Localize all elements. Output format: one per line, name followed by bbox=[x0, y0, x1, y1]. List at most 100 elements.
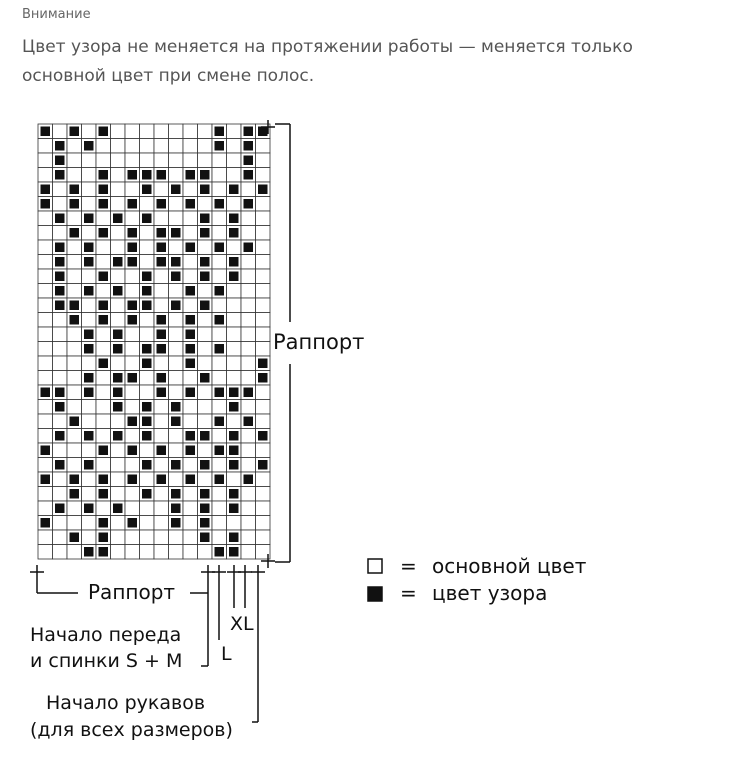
grid-cell bbox=[37, 152, 53, 168]
pattern-stitch-mark bbox=[171, 300, 181, 310]
pattern-stitch-mark bbox=[156, 329, 166, 339]
grid-cell bbox=[110, 225, 126, 241]
grid-cell bbox=[226, 326, 242, 342]
grid-cell bbox=[81, 486, 97, 502]
pattern-stitch-mark bbox=[229, 402, 239, 412]
grid-cell bbox=[37, 268, 53, 284]
grid-cell bbox=[255, 196, 271, 212]
grid-cell bbox=[124, 486, 140, 502]
legend: = основной цвет = цвет узора bbox=[367, 554, 587, 605]
grid-cell bbox=[240, 225, 256, 241]
pattern-stitch-mark bbox=[229, 387, 239, 397]
pattern-stitch-mark bbox=[185, 344, 195, 354]
grid-cell bbox=[124, 210, 140, 226]
width-repeat-label: Раппорт bbox=[88, 580, 175, 604]
grid-cell bbox=[182, 268, 198, 284]
grid-cell bbox=[66, 384, 82, 400]
grid-cell bbox=[168, 428, 184, 444]
pattern-stitch-mark bbox=[98, 474, 108, 484]
grid-cell bbox=[52, 225, 68, 241]
pattern-stitch-mark bbox=[84, 242, 94, 252]
height-repeat-bracket bbox=[275, 123, 291, 563]
grid-cell bbox=[226, 413, 242, 429]
grid-cell bbox=[95, 239, 111, 255]
grid-cell bbox=[211, 152, 227, 168]
grid-cell bbox=[226, 167, 242, 183]
pattern-stitch-mark bbox=[55, 155, 65, 165]
grid-cell bbox=[255, 225, 271, 241]
pattern-stitch-mark bbox=[98, 445, 108, 455]
grid-cell bbox=[168, 326, 184, 342]
grid-cell bbox=[153, 283, 169, 299]
pattern-stitch-mark bbox=[142, 460, 152, 470]
grid-cell bbox=[255, 384, 271, 400]
pattern-stitch-mark bbox=[127, 170, 137, 180]
grid-cell bbox=[226, 355, 242, 371]
pattern-stitch-mark bbox=[214, 242, 224, 252]
grid-cell bbox=[139, 138, 155, 154]
pattern-stitch-mark bbox=[171, 184, 181, 194]
grid-cell bbox=[255, 486, 271, 502]
pattern-stitch-mark bbox=[98, 547, 108, 557]
pattern-stitch-mark bbox=[113, 329, 123, 339]
grid-cell bbox=[37, 167, 53, 183]
grid-cell bbox=[66, 239, 82, 255]
grid-cell bbox=[197, 152, 213, 168]
grid-cell bbox=[124, 428, 140, 444]
grid-cell bbox=[139, 544, 155, 560]
pattern-stitch-mark bbox=[69, 315, 79, 325]
grid-cell bbox=[240, 529, 256, 545]
grid-cell bbox=[182, 225, 198, 241]
grid-cell bbox=[37, 370, 53, 386]
grid-cell bbox=[240, 500, 256, 516]
grid-cell bbox=[153, 500, 169, 516]
pattern-stitch-mark bbox=[55, 170, 65, 180]
height-repeat-label: Раппорт bbox=[273, 330, 364, 354]
grid-cell bbox=[95, 399, 111, 415]
pattern-stitch-mark bbox=[98, 228, 108, 238]
pattern-stitch-mark bbox=[40, 199, 50, 209]
pattern-stitch-mark bbox=[156, 373, 166, 383]
grid-cell bbox=[139, 442, 155, 458]
pattern-stitch-mark bbox=[258, 358, 268, 368]
grid-cell bbox=[66, 254, 82, 270]
grid-cell bbox=[182, 370, 198, 386]
grid-cell bbox=[211, 167, 227, 183]
grid-cell bbox=[240, 428, 256, 444]
pattern-stitch-mark bbox=[55, 257, 65, 267]
grid-cell bbox=[95, 370, 111, 386]
grid-cell bbox=[226, 370, 242, 386]
pattern-stitch-mark bbox=[171, 518, 181, 528]
grid-cell bbox=[139, 326, 155, 342]
grid-cell bbox=[197, 413, 213, 429]
grid-cell bbox=[110, 196, 126, 212]
grid-cell bbox=[110, 457, 126, 473]
sleeves-start-label-line2: (для всех размеров) bbox=[30, 719, 233, 741]
grid-cell bbox=[226, 515, 242, 531]
grid-cell bbox=[81, 181, 97, 197]
width-repeat-bracket bbox=[36, 579, 209, 594]
grid-cell bbox=[255, 167, 271, 183]
pattern-stitch-mark bbox=[113, 213, 123, 223]
grid-cell bbox=[52, 529, 68, 545]
grid-cell bbox=[240, 326, 256, 342]
pattern-stitch-mark bbox=[142, 170, 152, 180]
grid-cell bbox=[153, 210, 169, 226]
pattern-stitch-mark bbox=[127, 518, 137, 528]
grid-cell bbox=[197, 471, 213, 487]
pattern-stitch-mark bbox=[156, 315, 166, 325]
grid-cell bbox=[197, 239, 213, 255]
grid-cell bbox=[81, 471, 97, 487]
pattern-stitch-mark bbox=[171, 402, 181, 412]
grid-cell bbox=[197, 123, 213, 139]
pattern-stitch-mark bbox=[229, 547, 239, 557]
legend-filled-square-icon bbox=[367, 586, 383, 602]
pattern-stitch-mark bbox=[200, 213, 210, 223]
pattern-stitch-mark bbox=[243, 155, 253, 165]
pattern-stitch-mark bbox=[69, 126, 79, 136]
pattern-stitch-mark bbox=[84, 547, 94, 557]
grid-cell bbox=[52, 181, 68, 197]
front-back-start-label-line1: Начало переда bbox=[30, 624, 181, 646]
pattern-stitch-mark bbox=[214, 445, 224, 455]
grid-cell bbox=[66, 355, 82, 371]
